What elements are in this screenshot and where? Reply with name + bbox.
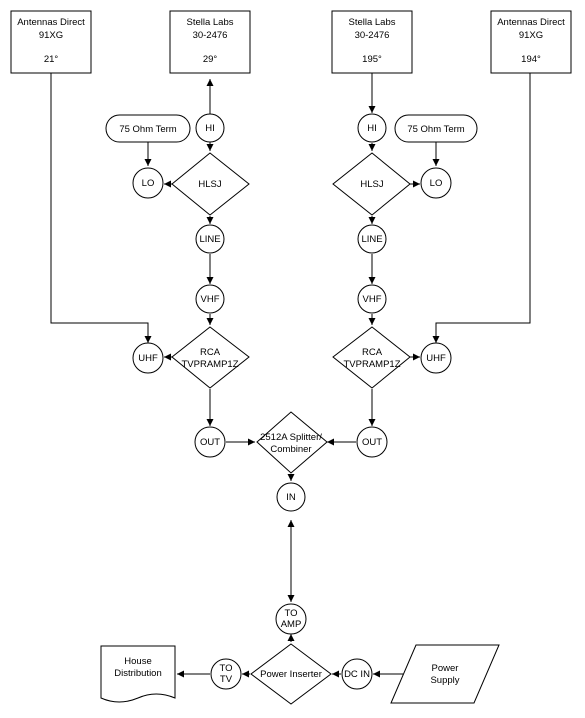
right-out-label: OUT [362,437,382,448]
house-distribution-line2: Distribution [114,668,162,679]
to-tv-port: TO TV [210,658,242,690]
power-inserter: Power Inserter [250,643,332,705]
right-line-port: LINE [357,224,387,254]
terminator-right-label: 75 Ohm Term [407,124,464,135]
left-uhf-port: UHF [132,342,164,374]
right-amplifier: RCA TVPRAMP1Z [332,326,411,389]
left-lo-label: LO [142,178,155,189]
left-amplifier-brand: RCA [200,347,221,358]
terminator-left: 75 Ohm Term [105,114,191,143]
to-amp-label-line2: AMP [281,619,302,630]
left-out-port: OUT [194,426,226,458]
right-out-port: OUT [356,426,388,458]
power-supply-input: Power Supply [390,644,500,704]
dc-in-port: DC IN [341,658,373,690]
left-vhf-port: VHF [195,284,225,314]
left-line-port: LINE [195,224,225,254]
in-port: IN [276,482,306,512]
to-amp-port: TO AMP [275,603,307,635]
left-lo-port: LO [132,167,164,199]
power-inserter-label: Power Inserter [260,669,322,680]
right-hi-label: HI [367,123,377,134]
right-line-label: LINE [361,234,382,245]
right-lo-label: LO [430,178,443,189]
left-hlsj-diplexer: HLSJ [171,152,250,216]
house-distribution-document: House Distribution [100,645,176,703]
splitter-label-line2: Combiner [270,444,311,455]
left-amplifier-model: TVPRAMP1Z [181,359,238,370]
splitter-combiner: 2512A Splitter/ Combiner [256,411,328,474]
house-distribution-line1: House [124,656,151,667]
left-hlsj-label: HLSJ [198,179,221,190]
antenna-right-outer-heading: 194° [521,54,541,65]
wire-right-outer-antenna-to-uhf [432,73,531,343]
power-supply-line2: Supply [430,675,459,686]
wire-left-outer-antenna-to-uhf [50,73,152,343]
antenna-left-inner-model-number: 30-2476 [193,30,228,41]
to-tv-label-line2: TV [220,674,233,685]
antenna-left-inner-heading: 29° [203,54,218,65]
antenna-right-inner: Stella Labs 30-2476 195° [331,10,413,74]
antenna-right-inner-model: Stella Labs [348,17,395,28]
left-vhf-label: VHF [201,294,220,305]
left-hi-port: HI [195,113,225,143]
antenna-right-inner-heading: 195° [362,54,382,65]
right-lo-port: LO [420,167,452,199]
right-uhf-label: UHF [426,353,446,364]
left-uhf-label: UHF [138,353,158,364]
right-vhf-label: VHF [363,294,382,305]
in-label: IN [286,492,296,503]
to-tv-label-line1: TO [219,663,232,674]
right-vhf-port: VHF [357,284,387,314]
connectors [50,73,531,678]
antenna-right-outer-model: Antennas Direct [497,17,565,28]
antenna-right-inner-model-number: 30-2476 [355,30,390,41]
right-hlsj-diplexer: HLSJ [332,152,411,216]
right-hlsj-label: HLSJ [360,179,383,190]
antenna-left-outer-model: Antennas Direct [17,17,85,28]
left-line-label: LINE [199,234,220,245]
splitter-label-line1: 2512A Splitter/ [260,432,322,443]
right-hi-port: HI [357,113,387,143]
antenna-left-outer-model-number: 91XG [39,30,63,41]
terminator-right: 75 Ohm Term [394,114,478,143]
to-amp-label-line1: TO [284,608,297,619]
right-uhf-port: UHF [420,342,452,374]
dc-in-label: DC IN [344,669,370,680]
left-amplifier: RCA TVPRAMP1Z [171,326,250,389]
antenna-left-outer: Antennas Direct 91XG 21° [10,10,92,74]
power-supply-line1: Power [432,663,459,674]
left-out-label: OUT [200,437,220,448]
antenna-right-outer-model-number: 91XG [519,30,543,41]
terminator-left-label: 75 Ohm Term [119,124,176,135]
antenna-left-inner: Stella Labs 30-2476 29° [169,10,251,74]
antenna-left-outer-heading: 21° [44,54,59,65]
left-hi-label: HI [205,123,215,134]
right-amplifier-brand: RCA [362,347,383,358]
antenna-left-inner-model: Stella Labs [186,17,233,28]
antenna-right-outer: Antennas Direct 91XG 194° [490,10,572,74]
right-amplifier-model: TVPRAMP1Z [343,359,400,370]
